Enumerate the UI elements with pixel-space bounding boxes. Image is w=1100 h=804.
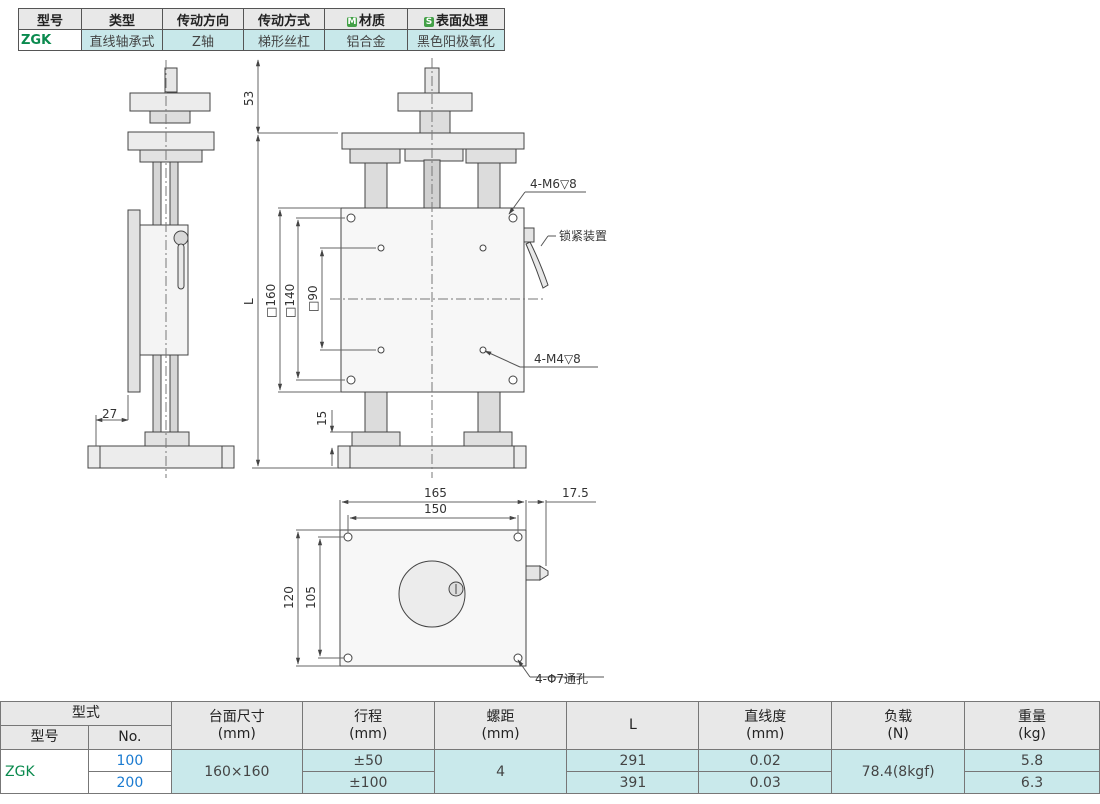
header-model-type: 型式 — [0, 701, 172, 726]
table-header-row-2: 型号 No. — [0, 725, 1100, 750]
side-view — [87, 60, 235, 478]
material-tag-icon: M — [346, 16, 357, 27]
dimensions-table: 型式 台面尺寸(mm) 行程(mm) 螺距(mm) L 直线度(mm) 负载(N… — [0, 701, 1100, 794]
top-view — [295, 499, 604, 678]
front-view — [252, 58, 598, 478]
dim-sq-140: □140 — [283, 284, 297, 318]
header-load: 负载(N) — [831, 701, 966, 750]
spec-header-direction: 传动方向 — [162, 8, 244, 30]
dim-53: 53 — [242, 91, 256, 106]
spec-value-row: ZGK 直线轴承式 Z轴 梯形丝杠 铝合金 黑色阳极氧化 — [18, 29, 505, 51]
spec-material-value: 铝合金 — [324, 29, 408, 51]
cell-straightness: 0.03 — [698, 771, 833, 794]
dim-120: 120 — [282, 586, 296, 609]
spec-direction-value: Z轴 — [162, 29, 244, 51]
cell-straightness: 0.02 — [698, 749, 833, 772]
dim-150: 150 — [424, 502, 447, 516]
spec-surface-value: 黑色阳极氧化 — [407, 29, 505, 51]
cell-stroke: ±100 — [301, 771, 435, 794]
spec-type-value: 直线轴承式 — [81, 29, 163, 51]
cell-l: 291 — [566, 749, 700, 772]
cell-table-size: 160×160 — [170, 749, 303, 794]
cell-model: ZGK — [0, 749, 89, 794]
header-weight: 重量(kg) — [964, 701, 1100, 750]
callout-through-hole: 4-Φ7通孔 — [535, 672, 588, 686]
cell-l: 391 — [566, 771, 700, 794]
header-pitch: 螺距(mm) — [433, 701, 568, 750]
cell-weight: 5.8 — [964, 749, 1100, 772]
header-no: No. — [87, 725, 172, 750]
dim-105: 105 — [304, 586, 318, 609]
dim-l: L — [242, 298, 256, 305]
dim-17-5: 17.5 — [562, 486, 589, 500]
surface-tag-icon: S — [423, 16, 434, 27]
spec-drive-value: 梯形丝杠 — [243, 29, 325, 51]
header-model: 型号 — [0, 725, 89, 750]
technical-drawing: 27 — [87, 58, 607, 686]
cell-no: 200 — [87, 771, 172, 794]
dim-sq-160: □160 — [264, 284, 278, 318]
spec-header-model: 型号 — [18, 8, 82, 30]
cell-load: 78.4(8kgf) — [831, 749, 966, 794]
header-table-size: 台面尺寸(mm) — [170, 701, 303, 750]
header-straightness: 直线度(mm) — [698, 701, 833, 750]
table-row: ZGK 100 160×160 ±50 4 291 0.02 78.4(8kgf… — [0, 749, 1100, 794]
dim-27: 27 — [102, 407, 117, 421]
callout-lock: 锁紧装置 — [559, 228, 607, 243]
dim-sq-90: □90 — [306, 285, 320, 312]
cell-no: 100 — [87, 749, 172, 772]
dim-15: 15 — [315, 411, 329, 426]
header-stroke: 行程(mm) — [301, 701, 435, 750]
callout-m4: 4-M4▽8 — [534, 352, 581, 366]
spec-header-type: 类型 — [81, 8, 163, 30]
table-header-row-1: 型式 台面尺寸(mm) 行程(mm) 螺距(mm) L 直线度(mm) 负载(N… — [0, 701, 1100, 750]
dim-165: 165 — [424, 486, 447, 500]
table-row: 200 ±100 391 0.03 6.3 — [1, 771, 1100, 794]
cell-stroke: ±50 — [301, 749, 435, 772]
callout-m6: 4-M6▽8 — [530, 177, 577, 191]
header-l: L — [566, 701, 700, 750]
cell-weight: 6.3 — [964, 771, 1100, 794]
cell-pitch: 4 — [433, 749, 568, 794]
spec-model-value: ZGK — [18, 29, 82, 51]
